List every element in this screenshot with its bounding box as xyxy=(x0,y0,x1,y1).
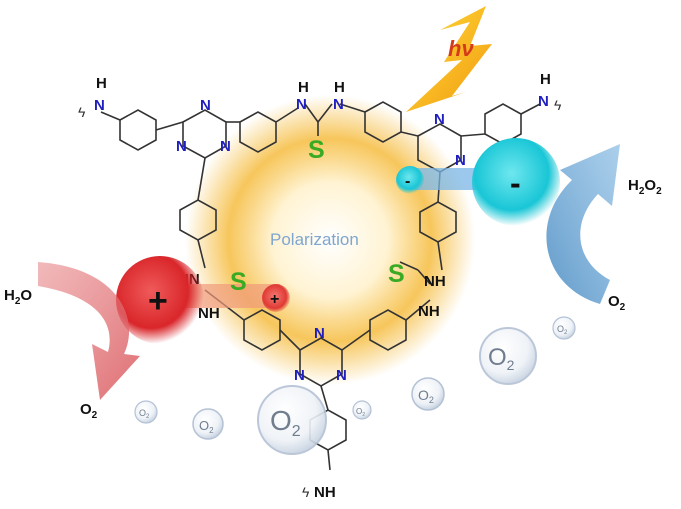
nitrogen-label: N xyxy=(296,96,307,113)
nitrogen-label: N xyxy=(176,138,187,155)
nitrogen-label: N xyxy=(220,138,231,155)
nitrogen-label: N xyxy=(336,367,347,384)
oxygen-bubble xyxy=(257,385,327,455)
phenyl-ring xyxy=(484,103,522,145)
nh-label: NH xyxy=(198,305,220,322)
oxygen-bubble xyxy=(411,377,445,411)
hydrogen-label: H xyxy=(298,79,309,96)
nitrogen-label: N xyxy=(94,97,105,114)
nitrogen-label: N xyxy=(455,152,466,169)
oxygen-bubble-label: O2 xyxy=(557,324,568,336)
hydrogen-peroxide-label: H2O2 xyxy=(628,177,662,197)
electron-small-ball xyxy=(396,166,424,194)
oxygen-bubble xyxy=(192,408,224,440)
oxygen-bubble-label: O2 xyxy=(356,407,365,418)
nitrogen-label: N xyxy=(294,367,305,384)
oxidation-arrow-icon xyxy=(38,262,140,400)
oxygen-bubble-label: O2 xyxy=(270,405,301,440)
phenyl-ring xyxy=(369,309,407,351)
hydrogen-label: H xyxy=(540,71,551,88)
bond-cut-mark: ϟ xyxy=(302,484,310,500)
hole-small-charge: + xyxy=(270,291,279,308)
bond-cut-mark: ϟ xyxy=(554,97,562,113)
nh-label: NH xyxy=(418,303,440,320)
hole-charge: + xyxy=(148,282,168,320)
oxygen-bubble xyxy=(134,400,158,424)
electron-charge: - xyxy=(510,165,521,201)
nitrogen-label: N xyxy=(434,111,445,128)
nitrogen-label: N xyxy=(333,96,344,113)
oxygen-bubble-label: O2 xyxy=(139,408,150,420)
nh-label: NH xyxy=(424,273,446,290)
oxygen-bubble xyxy=(479,327,537,385)
hole-small-ball xyxy=(262,284,290,312)
energy-label: hν xyxy=(448,36,474,61)
sulfur-top: S xyxy=(308,136,325,164)
oxygen-bubble xyxy=(352,400,372,420)
center-label: Polarization xyxy=(270,230,359,249)
oxygen-reactant-label: O2 xyxy=(608,293,626,313)
hydrogen-label: H xyxy=(334,79,345,96)
bond-cut-mark: ϟ xyxy=(78,104,86,120)
hydrogen-label: H xyxy=(96,75,107,92)
phenyl-ring xyxy=(243,309,281,351)
lightning-bolt-icon xyxy=(406,6,492,112)
oxygen-bubble-label: O2 xyxy=(418,387,434,405)
nh-label: NH xyxy=(314,484,336,501)
nitrogen-label: N xyxy=(314,325,325,342)
oxygen-product-label: O2 xyxy=(80,401,98,421)
sulfur-left: S xyxy=(230,268,247,296)
sulfur-right: S xyxy=(388,260,405,288)
oxygen-bubbles: O2 O2 O2 O2 O2 O2 O2 xyxy=(134,316,576,455)
oxygen-bubble-label: O2 xyxy=(488,344,515,373)
nitrogen-label: N xyxy=(538,93,549,110)
reduction-arrow-icon xyxy=(546,144,620,304)
phenyl-ring xyxy=(119,109,157,151)
oxygen-bubble-label: O2 xyxy=(199,418,214,435)
hole-ball xyxy=(116,256,204,344)
water-label: H2O xyxy=(4,287,32,307)
electron-ball xyxy=(472,138,560,226)
oxygen-bubble xyxy=(552,316,576,340)
phenyl-ring xyxy=(239,111,277,153)
nitrogen-label: N xyxy=(200,97,211,114)
electron-small-charge: - xyxy=(405,173,410,190)
